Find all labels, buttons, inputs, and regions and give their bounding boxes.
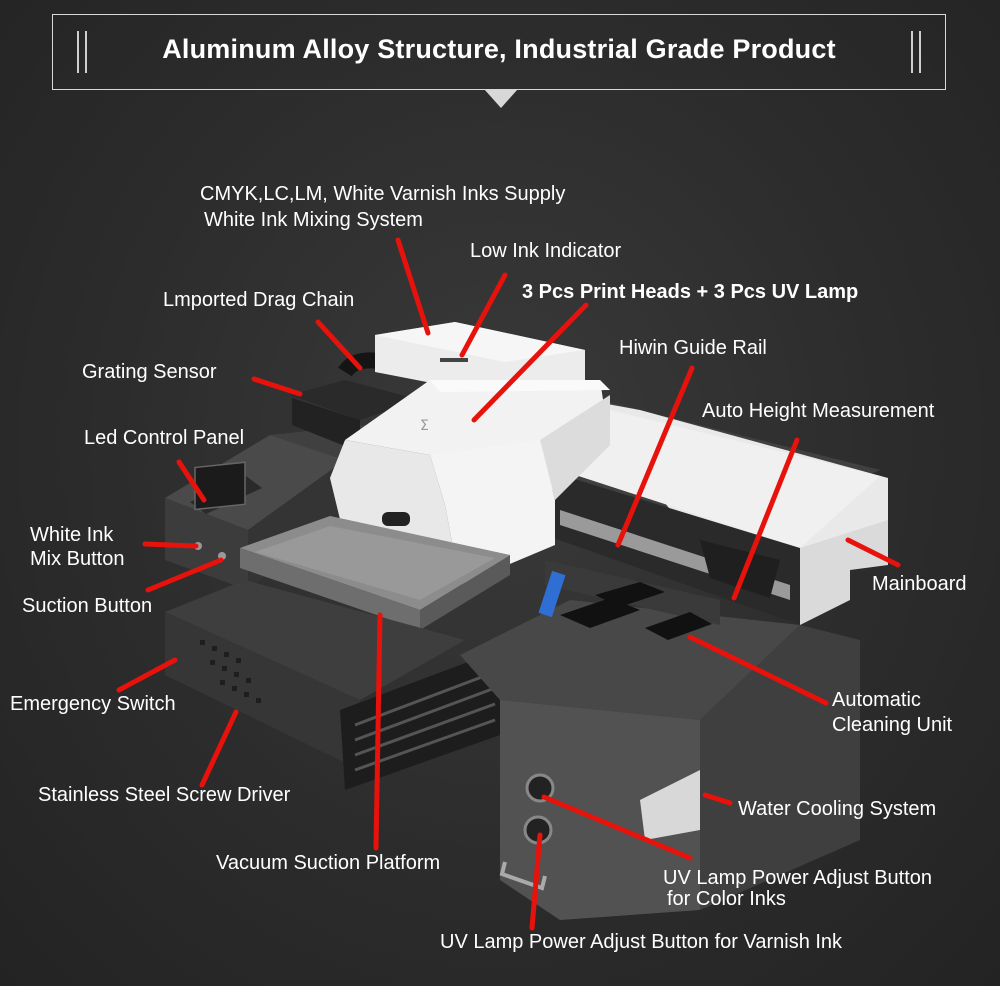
label-mix-button: Mix Button	[30, 548, 125, 570]
label-vacuum-platform: Vacuum Suction Platform	[216, 852, 441, 874]
label-water-cooling: Water Cooling System	[738, 798, 937, 820]
label-white-ink-mixing: White Ink Mixing System	[204, 209, 423, 231]
title-frame-bar-right	[919, 31, 921, 73]
label-for-color-inks: for Color Inks	[667, 888, 786, 910]
label-auto-height: Auto Height Measurement	[702, 400, 935, 422]
label-hiwin-guide-rail: Hiwin Guide Rail	[619, 337, 767, 359]
label-uv-varnish-adjust: UV Lamp Power Adjust Button for Varnish …	[440, 931, 843, 953]
title-frame: Aluminum Alloy Structure, Industrial Gra…	[52, 14, 946, 90]
label-print-heads: 3 Pcs Print Heads + 3 Pcs UV Lamp	[522, 281, 859, 303]
label-cleaning-unit: Cleaning Unit	[832, 714, 953, 736]
label-emergency-switch: Emergency Switch	[10, 693, 176, 715]
title-frame-bar-left	[77, 31, 79, 73]
label-inks-supply: CMYK,LC,LM, White Varnish Inks Supply	[200, 183, 566, 205]
label-white-ink-mix: White Ink	[30, 524, 114, 546]
title-frame-bar-left	[85, 31, 87, 73]
label-mainboard: Mainboard	[872, 573, 967, 595]
title-pointer-arrow	[484, 89, 518, 108]
label-automatic: Automatic	[832, 689, 921, 711]
label-drag-chain: Lmported Drag Chain	[163, 289, 355, 311]
label-grating-sensor: Grating Sensor	[82, 361, 217, 383]
page-title: Aluminum Alloy Structure, Industrial Gra…	[162, 34, 836, 64]
label-led-control-panel: Led Control Panel	[84, 427, 245, 449]
label-low-ink-indicator: Low Ink Indicator	[470, 240, 622, 262]
label-uv-color-adjust: UV Lamp Power Adjust Button	[663, 867, 933, 889]
label-suction-button: Suction Button	[22, 595, 153, 617]
pointer-lines	[116, 237, 901, 931]
title-frame-bar-right	[911, 31, 913, 73]
svg-text:Σ: Σ	[420, 418, 429, 434]
label-screw-driver: Stainless Steel Screw Driver	[38, 784, 291, 806]
